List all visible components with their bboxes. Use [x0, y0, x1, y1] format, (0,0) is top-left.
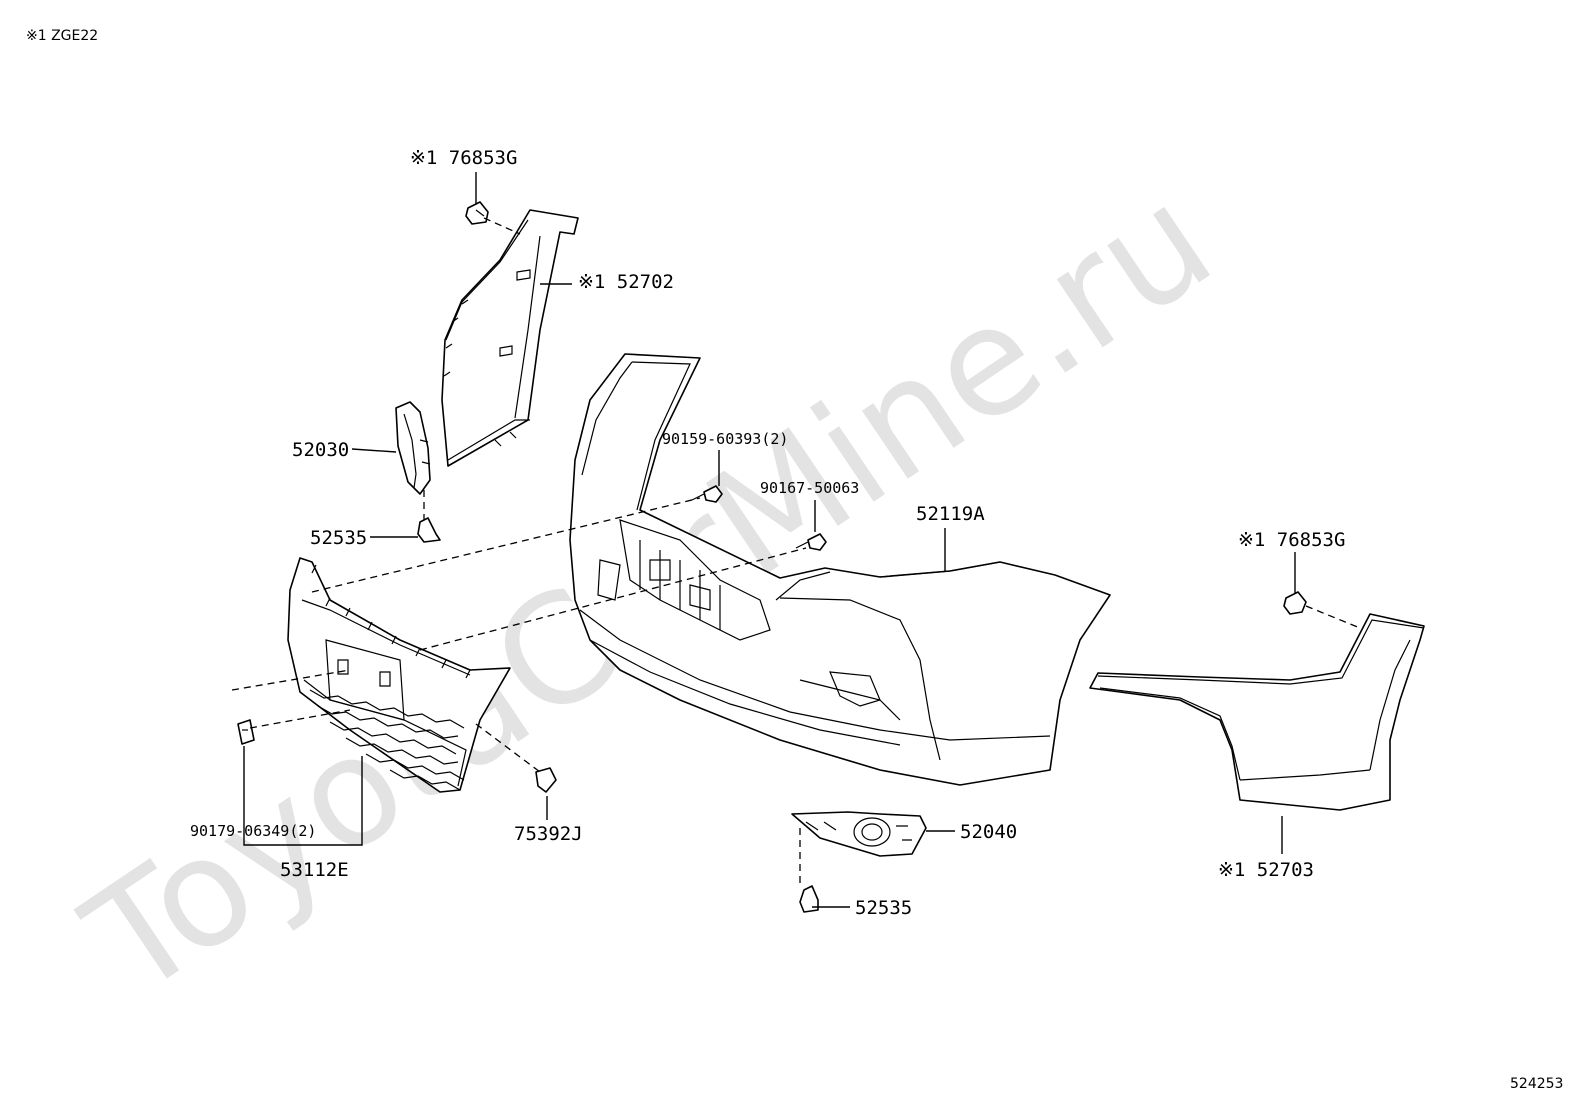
clip-52535-bottom — [799, 885, 819, 913]
label-52535-left: 52535 — [310, 527, 367, 549]
clip-76853g-right — [1283, 591, 1307, 615]
label-52119a: 52119A — [916, 503, 985, 525]
grille-53112e — [287, 557, 511, 793]
label-52702: ※1 52702 — [578, 271, 674, 293]
label-90179: 90179-06349(2) — [190, 822, 316, 840]
label-52040: 52040 — [960, 821, 1017, 843]
header-note: ※1 ZGE22 — [26, 28, 98, 44]
extension-52703 — [1089, 613, 1425, 811]
label-52535-bottom: 52535 — [855, 897, 912, 919]
label-52030: 52030 — [292, 439, 349, 461]
bolt-90167 — [795, 533, 827, 551]
label-76853g-top: ※1 76853G — [410, 147, 517, 169]
nut-90179 — [237, 719, 255, 745]
clip-75392j — [535, 767, 557, 793]
part-labels: ※1 ZGE22 ※1 76853G ※1 52702 52030 52535 … — [26, 28, 1563, 1092]
fog-cover-52040 — [791, 811, 927, 857]
fog-cover-52030 — [395, 401, 431, 495]
installation-lines — [231, 217, 1361, 888]
bumper-cover-52119a — [569, 353, 1111, 786]
label-90159: 90159-60393(2) — [662, 430, 788, 448]
label-52703: ※1 52703 — [1218, 859, 1314, 881]
footer-code: 524253 — [1510, 1076, 1563, 1092]
clip-76853g-top — [465, 201, 489, 225]
label-75392j: 75392J — [514, 823, 583, 845]
wheel-liner-52702 — [441, 209, 579, 467]
label-76853g-right: ※1 76853G — [1238, 529, 1345, 551]
clip-52535-left — [417, 517, 441, 543]
bolt-90159 — [691, 485, 723, 503]
label-53112e: 53112E — [280, 859, 349, 881]
label-90167: 90167-50063 — [760, 479, 859, 497]
leader-lines — [243, 172, 1296, 908]
